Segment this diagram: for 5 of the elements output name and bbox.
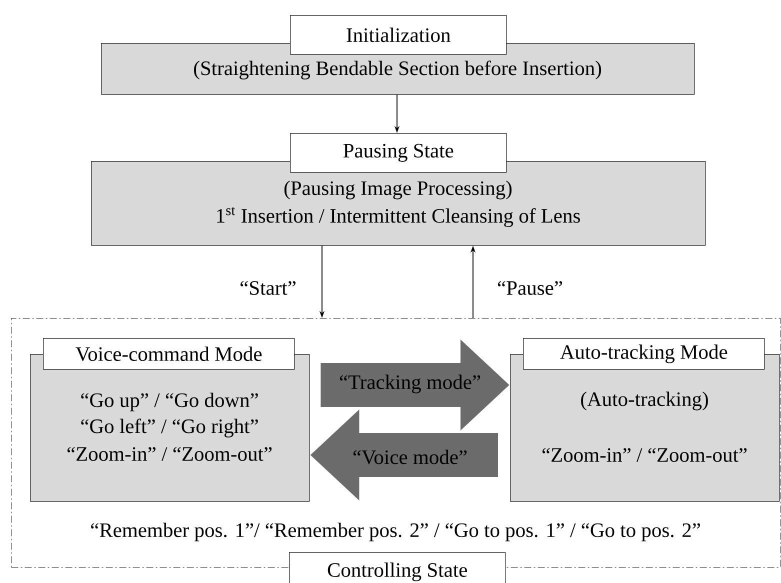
edge-label: “Start” (240, 281, 296, 295)
state-title: Controlling State (328, 562, 467, 582)
state-title: Initialization (346, 28, 450, 42)
state-title: Pausing State (343, 144, 454, 162)
edge-label: “Pause” (498, 281, 562, 295)
